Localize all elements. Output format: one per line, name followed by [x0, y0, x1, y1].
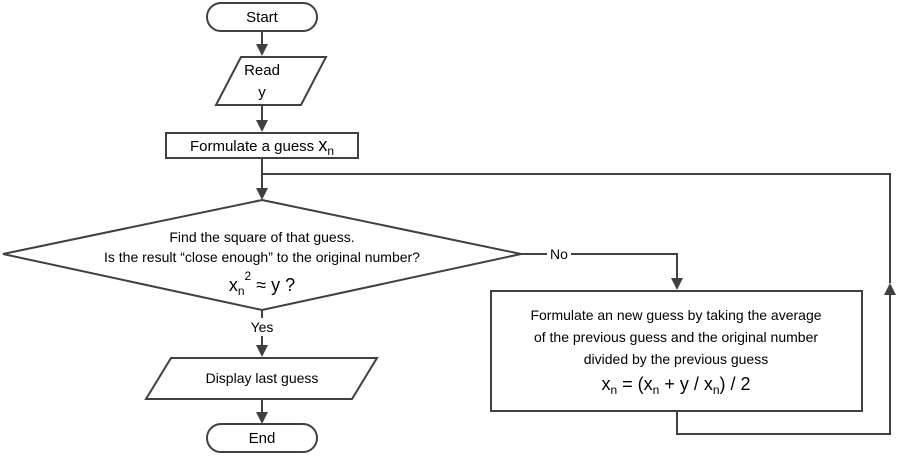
decision-line-1: Find the square of that guess. [169, 229, 354, 245]
read-shape [214, 56, 328, 106]
connector-no-newguess [571, 253, 678, 281]
formulate-guess-process: Formulate a guess xn [165, 132, 359, 159]
edge-label-no: No [550, 246, 568, 262]
new-guess-formula: xn = (xn + y / xn) / 2 [601, 374, 750, 397]
nf-n1: n [610, 383, 617, 397]
decision-line-2: Is the result “close enough” to the orig… [104, 249, 420, 265]
start-terminal: Start [206, 2, 318, 32]
arrowhead [256, 412, 268, 424]
new-guess-line-3: divided by the previous guess [584, 351, 768, 367]
formula-rest: ≈ y ? [251, 275, 295, 295]
start-shape [206, 2, 318, 32]
display-shape [144, 357, 379, 400]
arrowhead [884, 283, 896, 295]
start-label: Start [246, 9, 279, 26]
end-terminal: End [206, 423, 318, 453]
nf-n3: n [713, 383, 720, 397]
arrowhead [256, 188, 268, 200]
nf-mid1: = (x [617, 374, 653, 394]
decision-shape [2, 198, 522, 312]
new-guess-line-1: Formulate an new guess by taking the ave… [530, 307, 821, 323]
read-input: Read y [214, 56, 328, 106]
arrowhead [256, 120, 268, 132]
nf-mid2: + y / x [659, 374, 713, 394]
nf-end: ) / 2 [720, 374, 751, 394]
formulate-sub: n [327, 144, 334, 158]
nf-x1: x [601, 374, 610, 394]
formulate-text: Formulate a guess [190, 138, 318, 155]
new-guess-process: Formulate an new guess by taking the ave… [490, 290, 863, 412]
formulate-var: x [318, 135, 327, 155]
display-output: Display last guess [144, 357, 379, 400]
end-label: End [249, 430, 276, 447]
arrowhead [256, 44, 268, 56]
decision-formula: xn2 ≈ y ? [229, 269, 295, 298]
connectors [256, 31, 896, 435]
read-variable: y [258, 84, 266, 101]
decision-diamond: Find the square of that guess. Is the re… [2, 198, 522, 312]
edge-label-yes: Yes [251, 319, 274, 335]
connector-loop-up [676, 292, 891, 435]
formulate-shape [165, 132, 359, 159]
arrowhead [256, 345, 268, 357]
formulate-label: Formulate a guess xn [190, 135, 334, 158]
formula-sub: n [238, 284, 245, 298]
arrowhead [671, 278, 683, 290]
connector-loop-back [262, 173, 891, 283]
new-guess-shape [490, 290, 863, 412]
new-guess-line-2: of the previous guess and the original n… [534, 329, 818, 345]
nf-n2: n [653, 383, 660, 397]
read-label: Read [244, 62, 280, 79]
display-label: Display last guess [206, 370, 319, 386]
formula-var: x [229, 275, 238, 295]
formula-sup: 2 [245, 269, 252, 283]
end-shape [206, 423, 318, 453]
